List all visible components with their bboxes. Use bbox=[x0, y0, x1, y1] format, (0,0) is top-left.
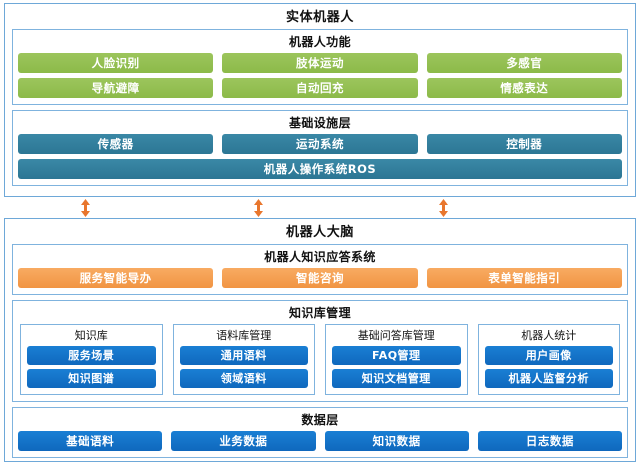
panel-robot-brain: 机器人大脑 机器人知识应答系统 服务智能导办 智能咨询 表单智能指引 知识库管理… bbox=[4, 218, 636, 462]
pill-face-recognition[interactable]: 人脸识别 bbox=[18, 53, 214, 73]
pill-multi-sensory[interactable]: 多感官 bbox=[426, 53, 622, 73]
pill-auto-recharge[interactable]: 自动回充 bbox=[222, 78, 418, 98]
group-title-data-layer: 数据层 bbox=[301, 413, 339, 427]
group-infrastructure-layer: 基础设施层 传感器 运动系统 控制器 机器人操作系统ROS bbox=[12, 110, 628, 186]
group-title-knowledge-base-management: 知识库管理 bbox=[288, 306, 351, 320]
pill-smart-consultation[interactable]: 智能咨询 bbox=[222, 268, 418, 288]
pill-limb-motion[interactable]: 肢体运动 bbox=[222, 53, 418, 73]
pill-navigation-obstacle-avoidance[interactable]: 导航避障 bbox=[18, 78, 214, 98]
pill-sensor[interactable]: 传感器 bbox=[18, 134, 214, 154]
group-robot-functions: 机器人功能 人脸识别 肢体运动 多感官 导航避障 自动回充 情感表达 bbox=[12, 29, 628, 105]
robot-functions-row-1: 人脸识别 肢体运动 多感官 bbox=[18, 53, 622, 73]
panel-physical-robot: 实体机器人 机器人功能 人脸识别 肢体运动 多感官 导航避障 自动回充 情感表达… bbox=[4, 3, 636, 197]
panel-title-robot-brain: 机器人大脑 bbox=[285, 225, 354, 240]
pill-faq-management[interactable]: FAQ管理 bbox=[332, 346, 461, 365]
connector-left-arrow bbox=[80, 199, 91, 217]
pill-knowledge-data[interactable]: 知识数据 bbox=[324, 431, 469, 451]
card-corpus-management: 语料库管理 通用语料 领域语料 bbox=[172, 324, 315, 395]
pill-user-profile[interactable]: 用户画像 bbox=[484, 346, 613, 365]
card-title-corpus-management: 语料库管理 bbox=[216, 329, 272, 342]
pill-base-corpus[interactable]: 基础语料 bbox=[18, 431, 163, 451]
group-knowledge-response-system: 机器人知识应答系统 服务智能导办 智能咨询 表单智能指引 bbox=[12, 244, 628, 295]
infrastructure-row-1: 传感器 运动系统 控制器 bbox=[18, 134, 622, 154]
card-faq-base-management: 基础问答库管理 FAQ管理 知识文档管理 bbox=[325, 324, 468, 395]
data-layer-row-1: 基础语料 业务数据 知识数据 日志数据 bbox=[18, 431, 622, 451]
connector-right-arrow bbox=[438, 199, 449, 217]
pill-general-corpus[interactable]: 通用语料 bbox=[179, 346, 308, 365]
knowledge-response-row-1: 服务智能导办 智能咨询 表单智能指引 bbox=[18, 268, 622, 288]
card-title-knowledge-base: 知识库 bbox=[74, 329, 108, 342]
pill-form-smart-guide[interactable]: 表单智能指引 bbox=[426, 268, 622, 288]
card-knowledge-base: 知识库 服务场景 知识图谱 bbox=[20, 324, 163, 395]
card-title-faq-base-management: 基础问答库管理 bbox=[357, 329, 435, 342]
pill-business-data[interactable]: 业务数据 bbox=[171, 431, 316, 451]
knowledge-base-card-row: 知识库 服务场景 知识图谱 语料库管理 通用语料 领域语料 基础问答库管理 FA… bbox=[18, 324, 622, 395]
group-knowledge-base-management: 知识库管理 知识库 服务场景 知识图谱 语料库管理 通用语料 领域语料 基础问答… bbox=[12, 300, 628, 402]
connector-center-arrow bbox=[253, 199, 264, 217]
pill-controller[interactable]: 控制器 bbox=[426, 134, 622, 154]
group-title-robot-functions: 机器人功能 bbox=[288, 35, 351, 49]
card-title-robot-statistics: 机器人统计 bbox=[521, 329, 577, 342]
card-robot-statistics: 机器人统计 用户画像 机器人监督分析 bbox=[477, 324, 620, 395]
group-title-infrastructure-layer: 基础设施层 bbox=[288, 116, 351, 130]
pill-motion-system[interactable]: 运动系统 bbox=[222, 134, 418, 154]
pill-emotion-expression[interactable]: 情感表达 bbox=[426, 78, 622, 98]
pill-robot-supervision-analysis[interactable]: 机器人监督分析 bbox=[484, 369, 613, 388]
group-data-layer: 数据层 基础语料 业务数据 知识数据 日志数据 bbox=[12, 407, 628, 458]
infrastructure-row-2: 机器人操作系统ROS bbox=[18, 159, 622, 179]
pill-knowledge-doc-management[interactable]: 知识文档管理 bbox=[332, 369, 461, 388]
pill-service-smart-guidance[interactable]: 服务智能导办 bbox=[18, 268, 214, 288]
pill-domain-corpus[interactable]: 领域语料 bbox=[179, 369, 308, 388]
pill-log-data[interactable]: 日志数据 bbox=[477, 431, 622, 451]
pill-knowledge-graph[interactable]: 知识图谱 bbox=[27, 369, 156, 388]
pill-robot-os-ros[interactable]: 机器人操作系统ROS bbox=[18, 159, 622, 179]
pill-service-scenario[interactable]: 服务场景 bbox=[27, 346, 156, 365]
group-title-knowledge-response-system: 机器人知识应答系统 bbox=[264, 250, 376, 264]
robot-functions-row-2: 导航避障 自动回充 情感表达 bbox=[18, 78, 622, 98]
panel-title-physical-robot: 实体机器人 bbox=[285, 10, 354, 25]
